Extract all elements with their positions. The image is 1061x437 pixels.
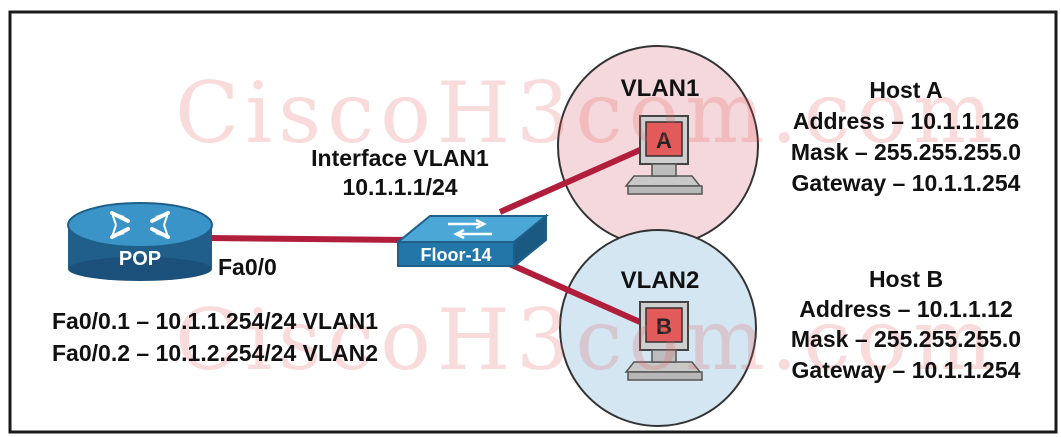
host-a-address: Address – 10.1.1.126 xyxy=(792,108,1020,134)
interface-vlan1-ip: 10.1.1.1/24 xyxy=(342,174,458,200)
host-a-screen-letter: A xyxy=(656,128,672,153)
host-a-computer-icon: A xyxy=(624,115,703,195)
link-switch-host-b xyxy=(503,259,642,325)
host-b-gateway: Gateway – 10.1.1.254 xyxy=(791,357,1021,383)
watermark-bottom: CiscoH3com.com xyxy=(175,291,999,389)
interface-vlan1-label: Interface VLAN1 xyxy=(311,145,489,171)
watermark-top: CiscoH3com.com xyxy=(175,64,999,162)
host-b-screen-letter: B xyxy=(656,314,672,339)
host-b-mask: Mask – 255.255.255.0 xyxy=(790,326,1022,352)
host-b-address: Address – 10.1.1.12 xyxy=(799,296,1013,322)
fa00-label: Fa0/0 xyxy=(218,254,277,280)
host-a-title: Host A xyxy=(869,77,943,103)
subinterface-2-label: Fa0/0.2 – 10.1.2.254/24 VLAN2 xyxy=(52,340,379,366)
router-icon: POP xyxy=(67,202,213,281)
host-a-gateway: Gateway – 10.1.1.254 xyxy=(791,170,1021,196)
host-a-mask: Mask – 255.255.255.0 xyxy=(790,139,1022,165)
link-switch-host-a xyxy=(498,147,642,215)
vlan2-label: VLAN2 xyxy=(620,267,700,294)
host-b-title: Host B xyxy=(868,266,944,292)
host-b-computer-icon: B xyxy=(624,301,703,381)
vlan1-label: VLAN1 xyxy=(620,75,700,102)
switch-icon: Floor-14 xyxy=(395,213,549,269)
subinterface-1-label: Fa0/0.1 – 10.1.1.254/24 VLAN1 xyxy=(52,308,379,334)
link-router-switch xyxy=(207,235,409,243)
router-label: POP xyxy=(119,248,161,270)
switch-label: Floor-14 xyxy=(420,245,491,265)
